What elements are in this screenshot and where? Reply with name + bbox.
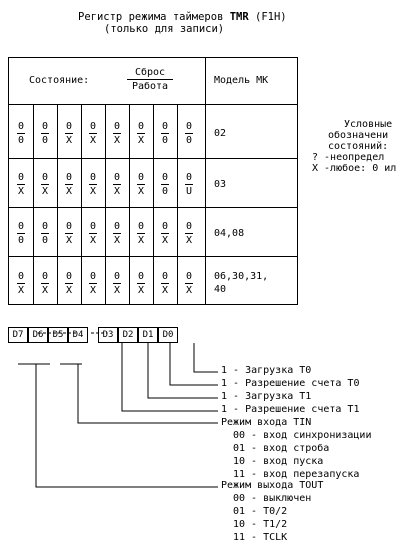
bit-d3: D3 xyxy=(98,327,118,343)
desc-tin-00: 00 - вход синхронизации xyxy=(233,430,372,441)
bit-column-divider xyxy=(129,104,130,305)
column-divider xyxy=(205,58,206,304)
header-state-label: Состояние: xyxy=(29,75,90,86)
model-cell-line2: 40 xyxy=(214,284,227,295)
model-cell: 02 xyxy=(214,128,227,139)
bit-d5: D5 xyxy=(48,327,68,343)
page-title: Регистр режима таймеров TMR (F1H) xyxy=(78,12,287,23)
desc-d2: 1 - Загрузка T1 xyxy=(221,391,312,402)
legend-line: состояний: xyxy=(328,141,389,152)
tout-connector xyxy=(35,364,218,488)
model-cell: 03 xyxy=(214,179,227,190)
bit-d6: D6 xyxy=(28,327,48,343)
desc-d1: 1 - Разрешение счета T0 xyxy=(221,378,360,389)
bit-d4: D4 xyxy=(68,327,88,343)
bit-column-divider xyxy=(153,104,154,305)
legend-line: X -любое: 0 ил xyxy=(312,163,397,174)
title-register: TMR xyxy=(229,11,249,23)
tin-connector xyxy=(77,364,218,424)
d1-connector xyxy=(169,343,218,386)
legend-line: Условные xyxy=(344,119,393,130)
model-cell: 04,08 xyxy=(214,228,245,239)
bit-column-divider xyxy=(81,104,82,305)
desc-tin-01: 01 - вход строба xyxy=(233,443,330,454)
page-subtitle: (только для записи) xyxy=(104,23,225,35)
desc-tin-11: 11 - вход перезапуска xyxy=(233,469,360,480)
desc-d3: 1 - Разрешение счета T1 xyxy=(221,404,360,415)
bit-d7: D7 xyxy=(8,327,28,343)
bit-column-divider xyxy=(33,104,34,305)
bit-d2: D2 xyxy=(118,327,138,343)
desc-tin-10: 10 - вход пуска xyxy=(233,456,324,467)
header-reset-label: Сброс xyxy=(127,67,173,80)
legend-line: обозначени xyxy=(328,130,389,141)
title-prefix: Регистр режима таймеров xyxy=(78,11,230,23)
bit-d0: D0 xyxy=(158,327,178,343)
bit-column-divider xyxy=(177,104,178,305)
desc-tout-00: 00 - выключен xyxy=(233,493,312,504)
d2-connector xyxy=(147,343,218,399)
title-address: (F1H) xyxy=(248,11,287,23)
desc-d0: 1 - Загрузка T0 xyxy=(221,365,312,376)
desc-tin-title: Режим входа TIN xyxy=(221,417,312,428)
header-model-label: Модель МК xyxy=(214,75,269,86)
legend-line: ? -неопредел xyxy=(312,152,385,163)
desc-tout-11: 11 - TCLK xyxy=(233,532,288,543)
bit-d1: D1 xyxy=(138,327,158,343)
desc-tout-10: 10 - T1/2 xyxy=(233,519,288,530)
header-work-label: Работа xyxy=(131,81,169,92)
bit-column-divider xyxy=(105,104,106,305)
desc-tout-01: 01 - T0/2 xyxy=(233,506,288,517)
desc-tout-title: Режим выхода TOUT xyxy=(221,480,324,491)
d0-connector xyxy=(193,343,218,373)
d3-connector xyxy=(121,343,218,412)
header-reset-work-fraction: Сброс Работа xyxy=(127,67,173,92)
bit-column-divider xyxy=(57,104,58,305)
model-cell: 06,30,31, xyxy=(214,271,269,282)
